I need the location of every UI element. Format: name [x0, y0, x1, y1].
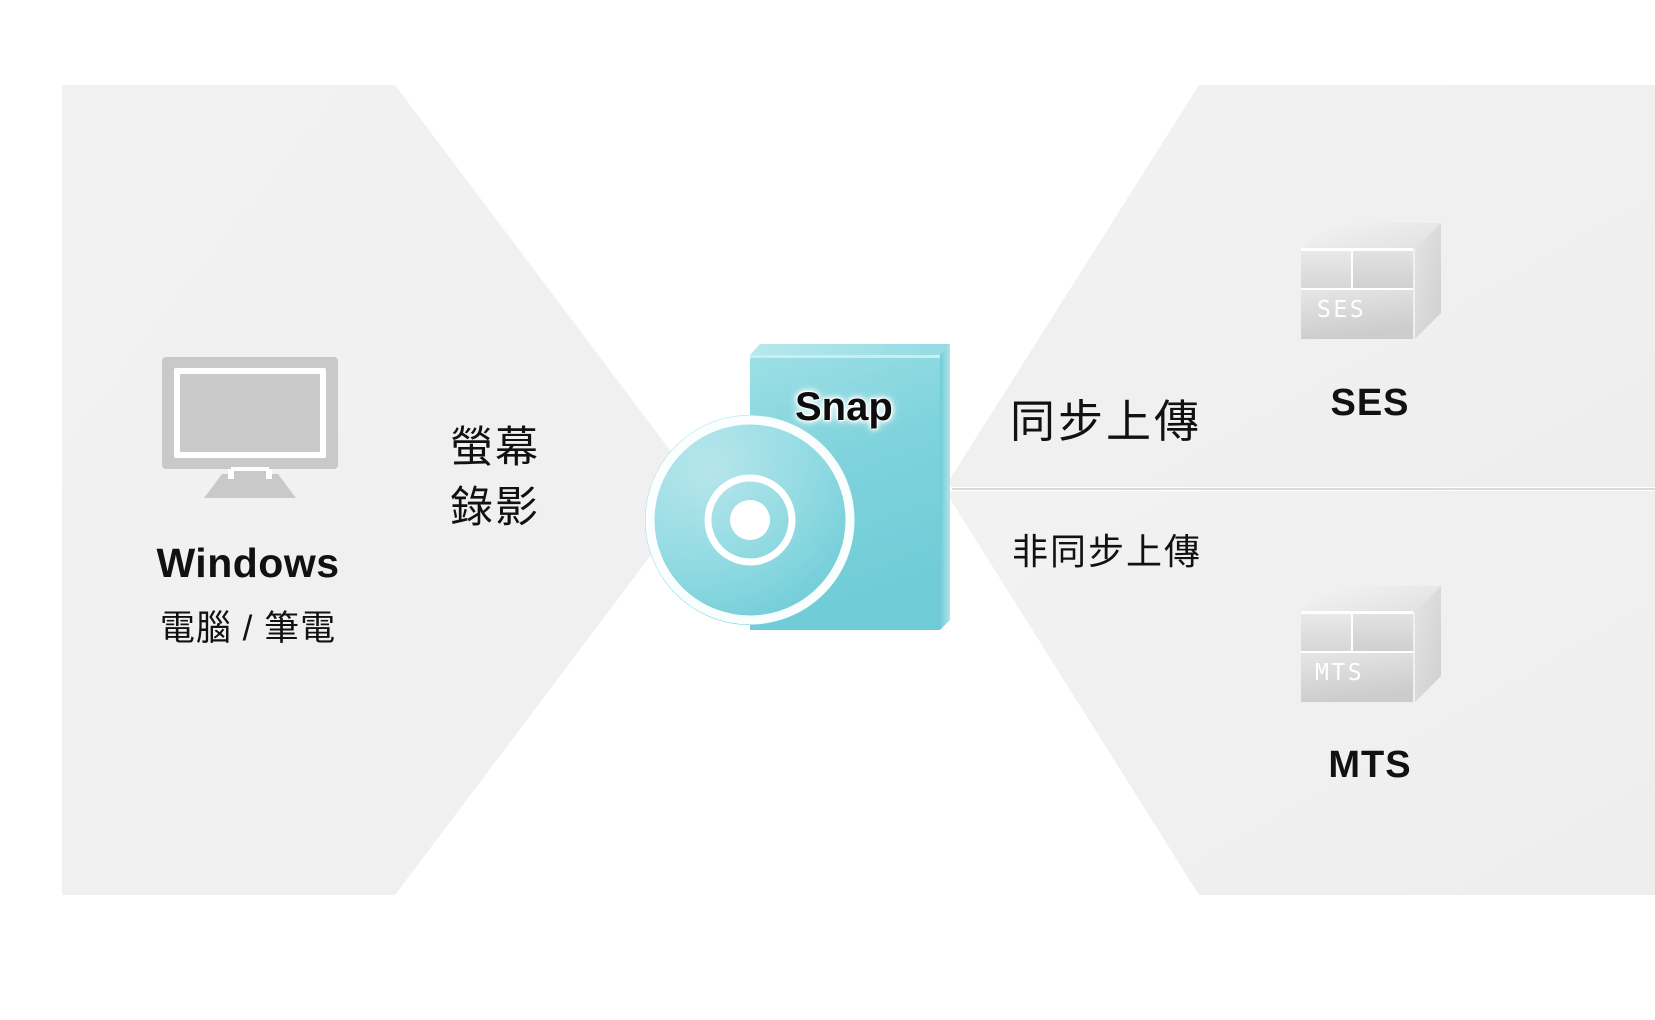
async-upload-label: 非同步上傳: [1012, 531, 1203, 572]
mts-server-cube-icon: MTS: [1295, 578, 1445, 713]
ses-target-label: SES: [1330, 382, 1410, 424]
right-panel-lower-shape: [945, 491, 1655, 895]
cd-disc-icon: [645, 415, 855, 625]
snap-box-top: [750, 344, 950, 355]
ses-server-cube-icon: SES: [1295, 215, 1445, 350]
snap-product-label: Snap: [795, 385, 893, 429]
screen-recording-label-line1: 螢幕: [450, 424, 540, 472]
ses-cube-text: SES: [1317, 297, 1367, 323]
monitor-icon: [162, 357, 338, 498]
mts-target-label: MTS: [1328, 744, 1412, 786]
left-panel-shape: [62, 85, 700, 895]
snap-box-side: [940, 344, 950, 630]
sync-upload-label: 同步上傳: [1010, 396, 1203, 447]
screen-recording-label-line2: 錄影: [450, 484, 540, 532]
windows-title: Windows: [156, 540, 340, 586]
screen-recording-label: 螢幕 錄影: [400, 418, 590, 538]
snap-product-graphic: [645, 344, 950, 630]
windows-subtitle: 電腦 / 筆電: [159, 609, 337, 648]
mts-cube-text: MTS: [1315, 660, 1365, 686]
right-panel-upper-shape: [945, 85, 1655, 487]
